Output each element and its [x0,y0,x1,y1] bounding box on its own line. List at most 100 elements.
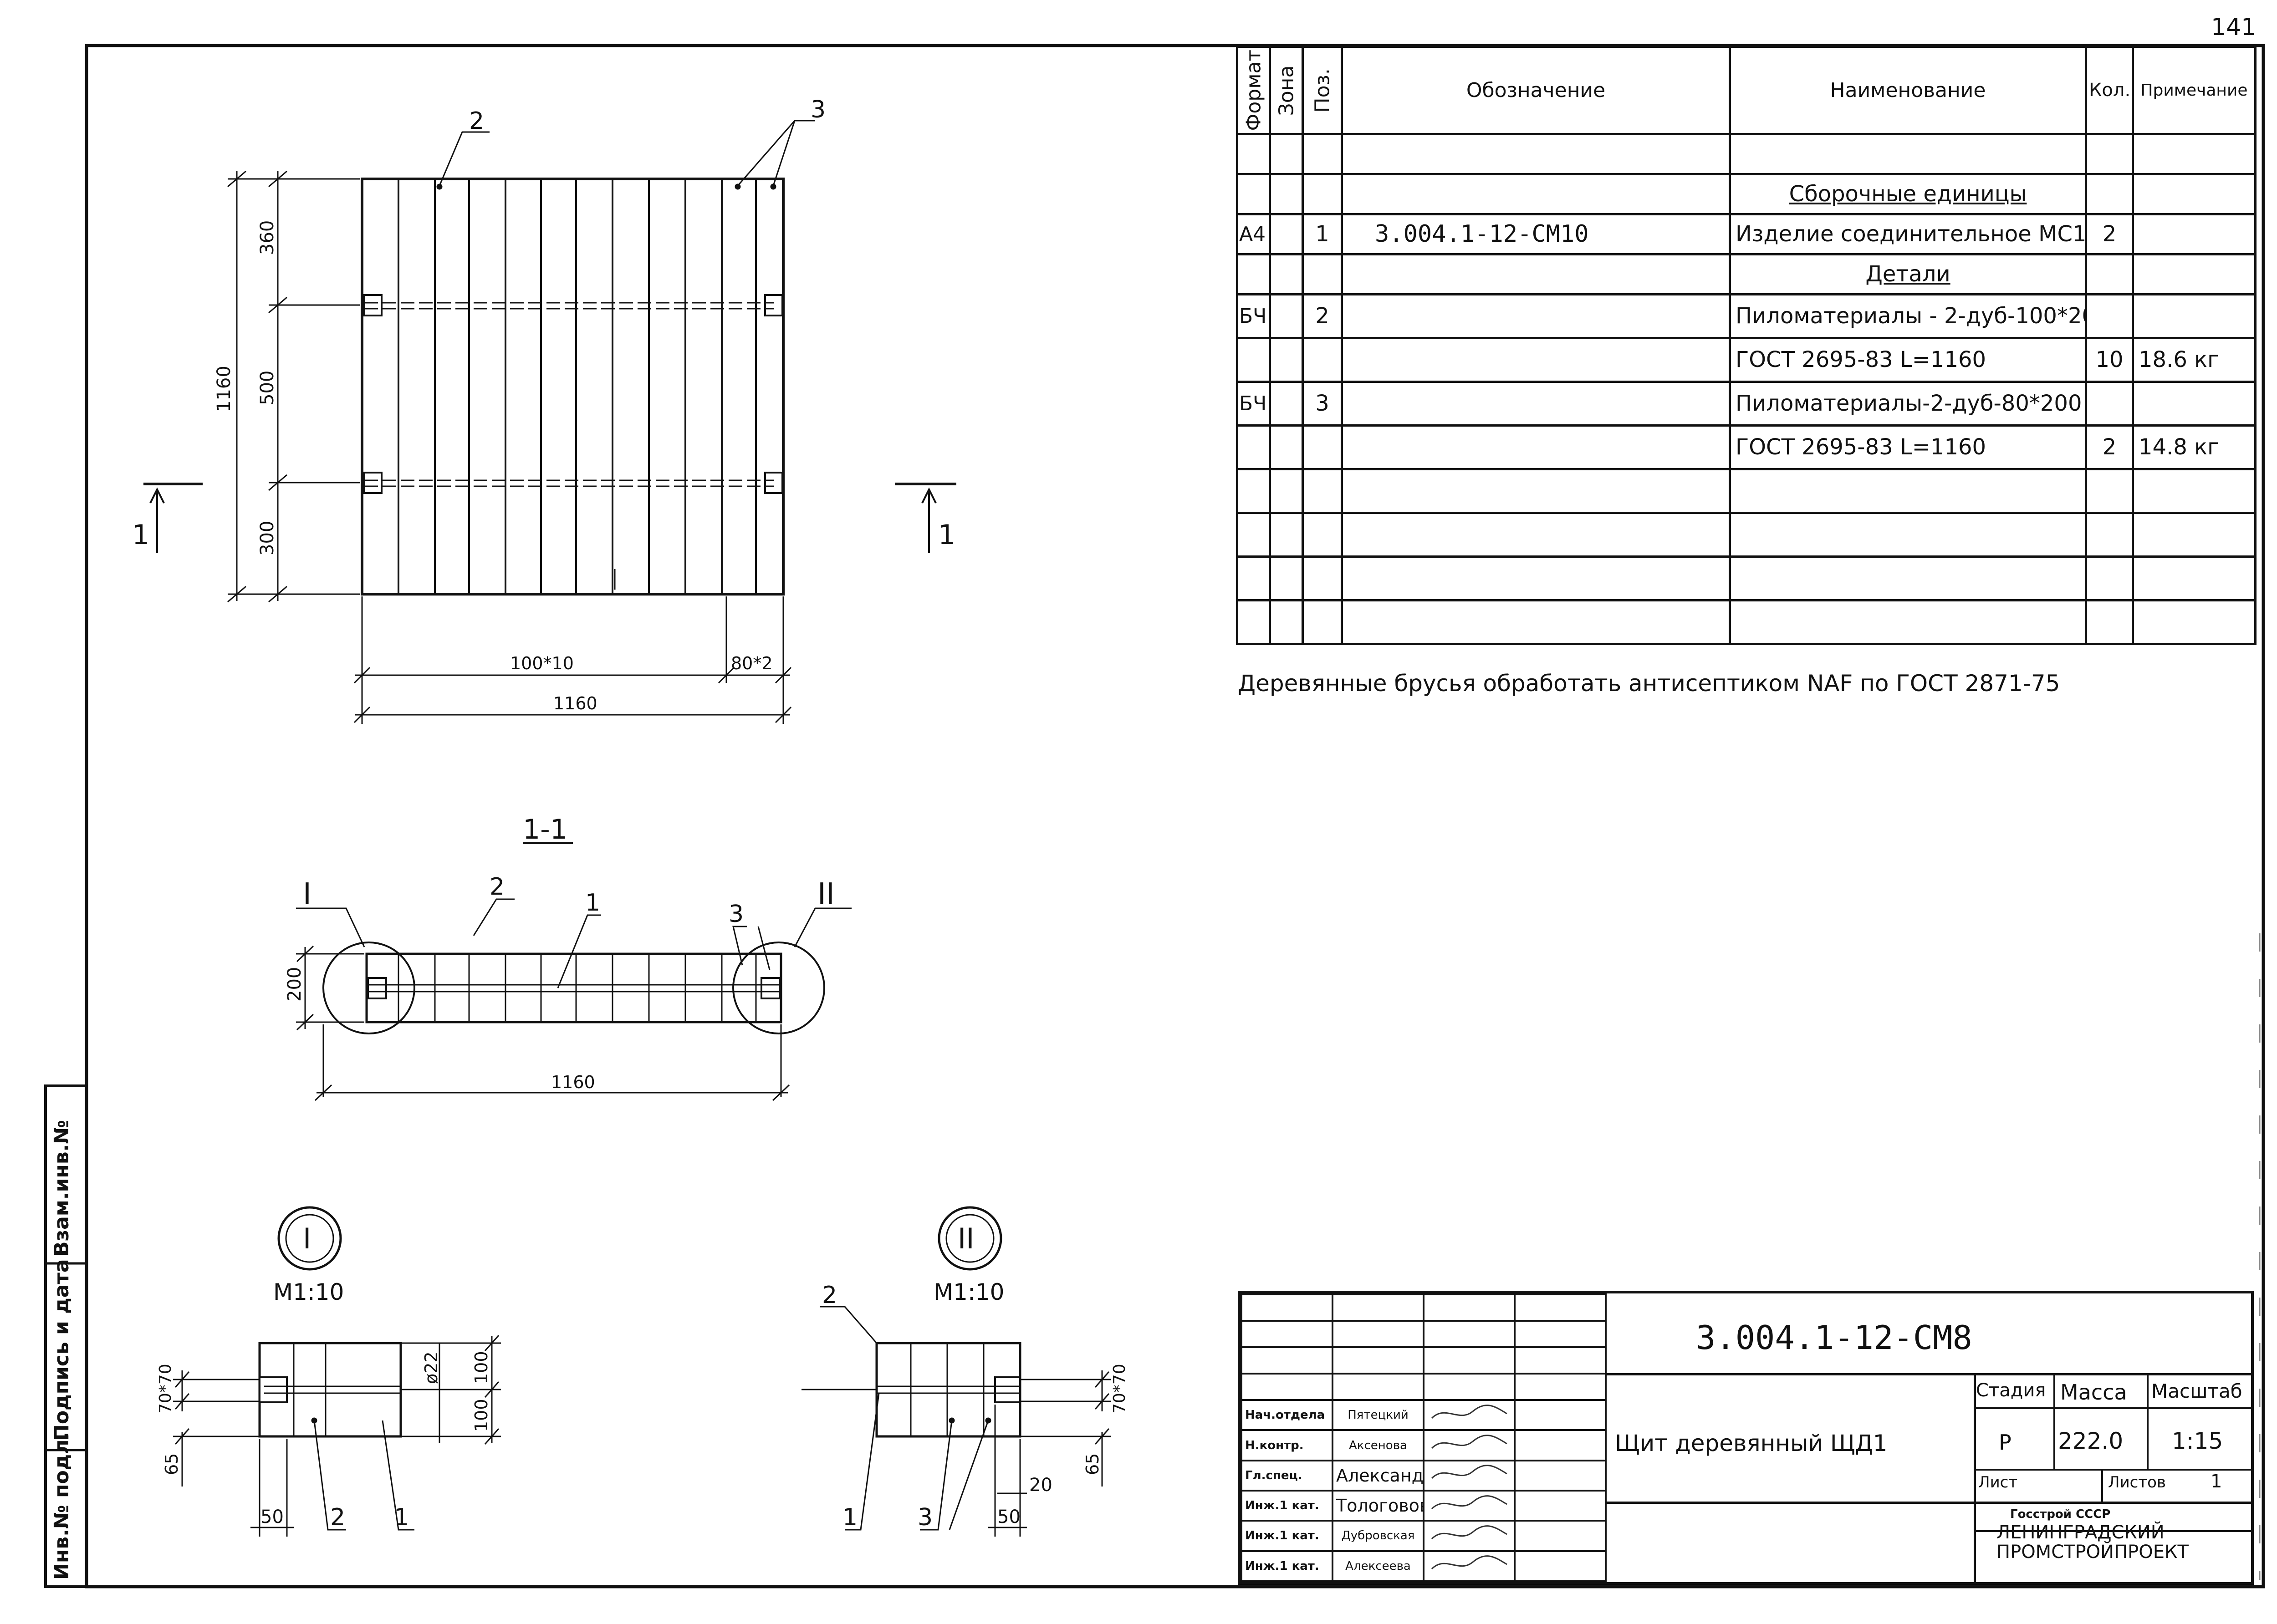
spec-cell-name: Пиломатериалы - 2-дуб-100*200 [1729,293,2087,339]
section-dim-200: 200 [284,967,305,1002]
approval-cell [1423,1346,1516,1375]
detail-I-marker: I [303,1222,311,1255]
spec-row: БЧ 2 Пиломатериалы - 2-дуб-100*200 [1236,293,2257,339]
mass-value: 222.0 [2058,1428,2124,1454]
org-line-2: ЛЕНИНГРАДСКИЙ [1996,1522,2165,1543]
spec-cell-pos: 2 [1302,293,1343,339]
spec-cell-pos [1302,599,1343,645]
spec-row [1236,132,2257,175]
plan-dim-360: 360 [257,220,278,255]
spec-cell-format: БЧ [1236,293,1271,339]
spec-cell-pos [1302,173,1343,215]
spec-cell-note [2132,213,2257,255]
signature-role: Инж.1 кат. [1241,1489,1333,1522]
spec-cell-qty: 10 [2085,336,2134,383]
spec-cell-zone [1269,253,1304,295]
plan-callout-2: 2 [469,107,484,135]
spec-cell-format [1236,555,1271,601]
section-cut-marks [143,483,956,553]
detail-II-dim-65: 65 [1082,1453,1103,1475]
header-zone: Зона [1270,46,1303,134]
note-text: Деревянные брусья обработать антисептико… [1238,670,2060,697]
signature-mark [1423,1550,1516,1583]
spec-cell-zone [1269,336,1304,383]
signature-role: Инж.1 кат. [1241,1550,1333,1583]
approval-cell [1423,1293,1516,1322]
spec-cell-zone [1269,293,1304,339]
spec-cell-format [1236,132,1271,175]
header-qty: Кол. [2085,46,2134,135]
signature-role: Гл.спец. [1241,1459,1333,1492]
plan-dim-1160-vertical: 1160 [214,366,235,412]
sheet-label: Лист [1978,1473,2018,1492]
specification-table: Формат Зона Поз. Обозначение Наименовани… [1236,46,2257,645]
spec-cell-designation [1341,293,1731,339]
spec-cell-name: ГОСТ 2695-83 L=1160 [1729,336,2087,383]
detail-I-dim-50: 50 [260,1507,284,1527]
signature-date [1514,1399,1607,1431]
spec-cell-pos [1302,555,1343,601]
section-view: 1-1 I II 2 1 3 200 1160 [284,814,852,1101]
approval-cell [1241,1320,1333,1349]
header-note: Примечание [2132,46,2257,135]
plan-dim-300: 300 [257,521,278,555]
signature-name: Пятецкий [1332,1399,1424,1431]
plan-boards [398,179,757,594]
doc-code: 3.004.1-12-СМ8 [1696,1319,1972,1357]
header-name: Наименование [1729,46,2087,135]
signature-date [1514,1550,1607,1583]
spec-cell-pos [1302,253,1343,295]
spec-cell-name [1729,132,2087,175]
approval-cell [1241,1373,1333,1401]
approval-cell [1241,1293,1333,1322]
detail-I-dim-100-bottom: 100 [471,1399,491,1432]
detail-II-marker: II [958,1222,975,1255]
sheets-label: Листов [2108,1473,2166,1492]
signature-mark [1423,1520,1516,1552]
spec-cell-designation [1341,599,1731,645]
approval-cell [1332,1373,1424,1401]
spec-cell-qty [2085,468,2134,514]
spec-cell-note [2132,555,2257,601]
signature-role: Нач.отдела [1241,1399,1333,1431]
spec-cell-pos [1302,336,1343,383]
detail-II-dim-20: 20 [1029,1475,1052,1496]
side-strip-podpis-data: Подпись и дата [50,1259,73,1441]
spec-cell-note [2132,173,2257,215]
spec-cell-designation [1341,424,1731,470]
spec-cell-designation [1341,336,1731,383]
detail-II-callout-1: 1 [842,1504,858,1531]
spec-row [1236,599,2257,645]
approval-cell [1332,1293,1424,1322]
spec-cell-note [2132,599,2257,645]
detail-circle-I [322,942,415,1034]
spec-row [1236,468,2257,514]
spec-cell-zone [1269,132,1304,175]
spec-cell-designation [1341,511,1731,558]
detail-I-scale: M1:10 [273,1279,344,1305]
spec-cell-pos: 1 [1302,213,1343,255]
detail-II-dim-70x70: 70*70 [1110,1364,1129,1414]
signature-role: Инж.1 кат. [1241,1520,1333,1552]
signature-date [1514,1489,1607,1522]
spec-cell-designation [1341,132,1731,175]
spec-cell-format [1236,599,1271,645]
plan-dim-1160-horizontal: 1160 [553,693,597,713]
signature-mark [1423,1459,1516,1492]
spec-cell-name: Пиломатериалы-2-дуб-80*200 [1729,380,2087,427]
spec-cell-zone [1269,511,1304,558]
section-callout-I: I [303,877,311,911]
spec-cell-qty [2085,253,2134,295]
plan-dim-100x10: 100*10 [510,653,574,673]
section-mark-right: 1 [938,519,955,551]
plan-dim-500: 500 [257,371,278,405]
spec-cell-format [1236,468,1271,514]
item-name: Щит деревянный ЩД1 [1615,1430,1888,1456]
spec-cell-zone [1269,424,1304,470]
spec-cell-name [1729,468,2087,514]
detail-II-dim-50: 50 [997,1507,1021,1527]
spec-cell-qty [2085,132,2134,175]
sheets-value: 1 [2211,1471,2222,1492]
approval-cell [1423,1373,1516,1401]
